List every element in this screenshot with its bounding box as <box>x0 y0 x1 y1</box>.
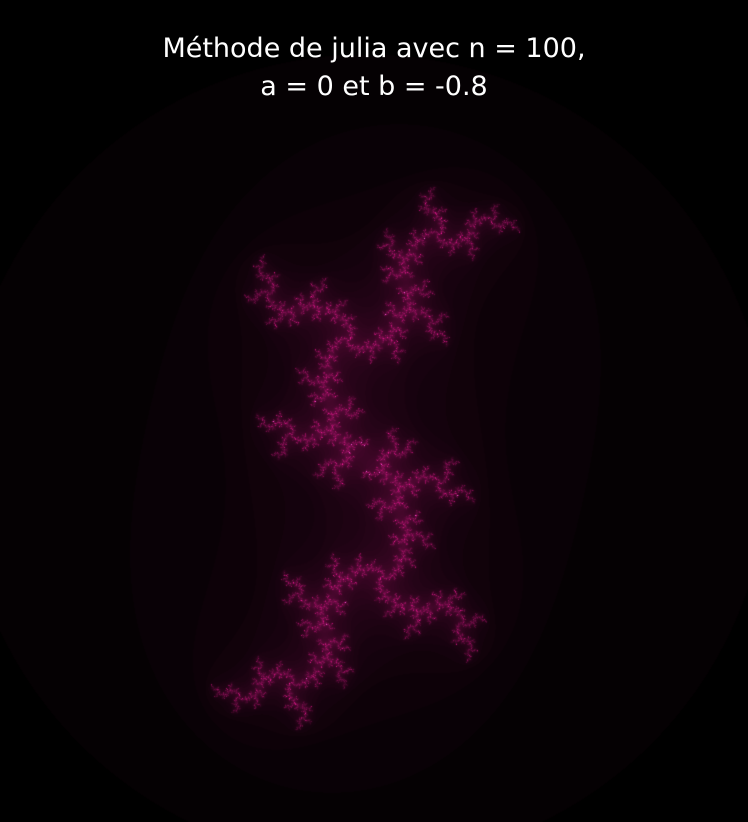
figure-title: Méthode de julia avec n = 100, a = 0 et … <box>0 30 748 106</box>
title-line-2: a = 0 et b = -0.8 <box>260 71 488 102</box>
title-line-1: Méthode de julia avec n = 100, <box>162 33 586 64</box>
